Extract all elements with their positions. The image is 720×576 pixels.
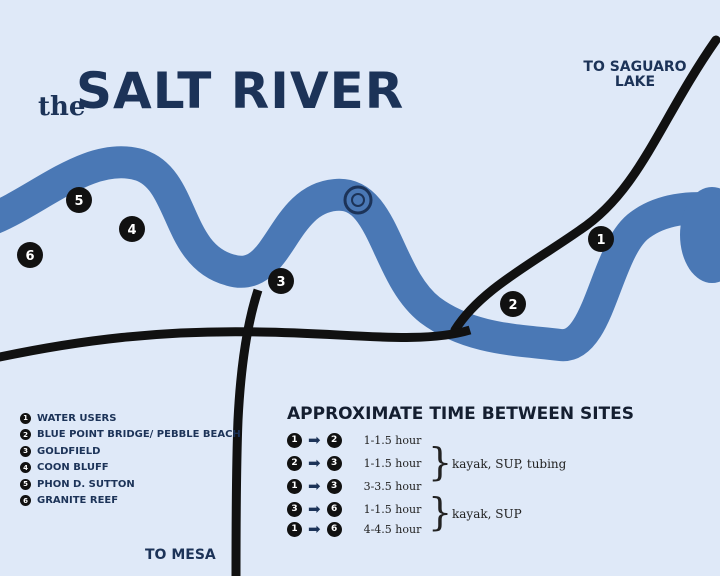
site-marker-4[interactable]: 4 bbox=[119, 216, 145, 242]
arrow-right-icon: ➡ bbox=[308, 520, 321, 538]
legend-item: 3 GOLDFIELD bbox=[20, 443, 241, 460]
legend-item: 2 BLUE POINT BRIDGE/ PEBBLE BEACH bbox=[20, 427, 241, 444]
from-site: 1 bbox=[287, 521, 302, 537]
times-title: APPROXIMATE TIME BETWEEN SITES bbox=[287, 404, 635, 424]
site-marker-5[interactable]: 5 bbox=[66, 187, 92, 213]
label-to-saguaro-lake: TO SAGUARO LAKE bbox=[583, 59, 687, 90]
brace-icon: } bbox=[428, 440, 453, 484]
svg-text:4: 4 bbox=[127, 223, 136, 238]
duration: 3-3.5 hour bbox=[363, 479, 422, 493]
road-mesa bbox=[231, 288, 263, 576]
title-prefix: the bbox=[38, 92, 86, 122]
from-site: 1 bbox=[287, 478, 302, 494]
duration: 4-4.5 hour bbox=[363, 522, 422, 536]
legend-label: WATER USERS bbox=[37, 412, 117, 424]
from-site: 3 bbox=[287, 501, 302, 517]
time-row: 1 ➡ 2 1-1.5 hour bbox=[287, 431, 421, 449]
svg-text:5: 5 bbox=[74, 194, 83, 209]
svg-text:2: 2 bbox=[508, 298, 517, 313]
time-row: 2 ➡ 3 1-1.5 hour bbox=[287, 454, 421, 472]
activities-group-2: kayak, SUP bbox=[452, 507, 522, 521]
river bbox=[0, 146, 720, 361]
svg-text:6: 6 bbox=[25, 249, 34, 264]
site-marker-1[interactable]: 1 bbox=[588, 226, 614, 252]
arrow-right-icon: ➡ bbox=[308, 477, 321, 495]
legend-item: 5 PHON D. SUTTON bbox=[20, 476, 241, 493]
duration: 1-1.5 hour bbox=[363, 502, 422, 516]
svg-text:1: 1 bbox=[596, 233, 605, 248]
time-row: 1 ➡ 6 4-4.5 hour bbox=[287, 520, 421, 538]
from-site: 2 bbox=[287, 455, 302, 471]
legend-number: 5 bbox=[20, 478, 31, 490]
brace-icon: } bbox=[428, 490, 453, 534]
legend-label: COON BLUFF bbox=[37, 462, 109, 474]
svg-text:3: 3 bbox=[276, 275, 285, 290]
legend-label: GOLDFIELD bbox=[37, 445, 101, 457]
lake bbox=[680, 187, 720, 283]
site-markers: 1 2 3 4 5 6 bbox=[17, 187, 614, 317]
legend-number: 1 bbox=[20, 412, 31, 424]
label-to-mesa: TO MESA bbox=[145, 547, 216, 563]
to-site: 6 bbox=[326, 521, 342, 537]
legend-number: 3 bbox=[20, 445, 31, 457]
site-marker-3[interactable]: 3 bbox=[268, 268, 294, 294]
to-site: 6 bbox=[326, 501, 342, 517]
site-marker-6[interactable]: 6 bbox=[17, 242, 43, 268]
time-row: 3 ➡ 6 1-1.5 hour bbox=[287, 500, 421, 518]
time-row: 1 ➡ 3 3-3.5 hour bbox=[287, 477, 421, 495]
duration: 1-1.5 hour bbox=[363, 456, 422, 470]
legend-number: 4 bbox=[20, 462, 31, 474]
legend-label: PHON D. SUTTON bbox=[37, 478, 135, 490]
to-site: 2 bbox=[326, 432, 342, 448]
arrow-right-icon: ➡ bbox=[308, 431, 321, 449]
activities-group-1: kayak, SUP, tubing bbox=[452, 457, 567, 471]
site-legend: 1 WATER USERS 2 BLUE POINT BRIDGE/ PEBBLE … bbox=[20, 410, 241, 509]
duration: 1-1.5 hour bbox=[363, 433, 422, 447]
legend-item: 4 COON BLUFF bbox=[20, 460, 241, 477]
legend-number: 2 bbox=[20, 429, 31, 441]
legend-item: 1 WATER USERS bbox=[20, 410, 241, 427]
legend-number: 6 bbox=[20, 495, 31, 507]
to-site: 3 bbox=[326, 455, 342, 471]
to-site: 3 bbox=[326, 478, 342, 494]
from-site: 1 bbox=[287, 432, 302, 448]
tube-icon bbox=[343, 185, 373, 215]
page-title: SALT RIVER bbox=[76, 62, 405, 120]
arrow-right-icon: ➡ bbox=[308, 454, 321, 472]
arrow-right-icon: ➡ bbox=[308, 500, 321, 518]
road-saguaro bbox=[450, 35, 720, 335]
legend-label: BLUE POINT BRIDGE/ PEBBLE BEACH bbox=[37, 429, 241, 441]
site-marker-2[interactable]: 2 bbox=[500, 291, 526, 317]
road-main bbox=[0, 325, 472, 362]
legend-label: GRANITE REEF bbox=[37, 495, 119, 507]
legend-item: 6 GRANITE REEF bbox=[20, 493, 241, 510]
